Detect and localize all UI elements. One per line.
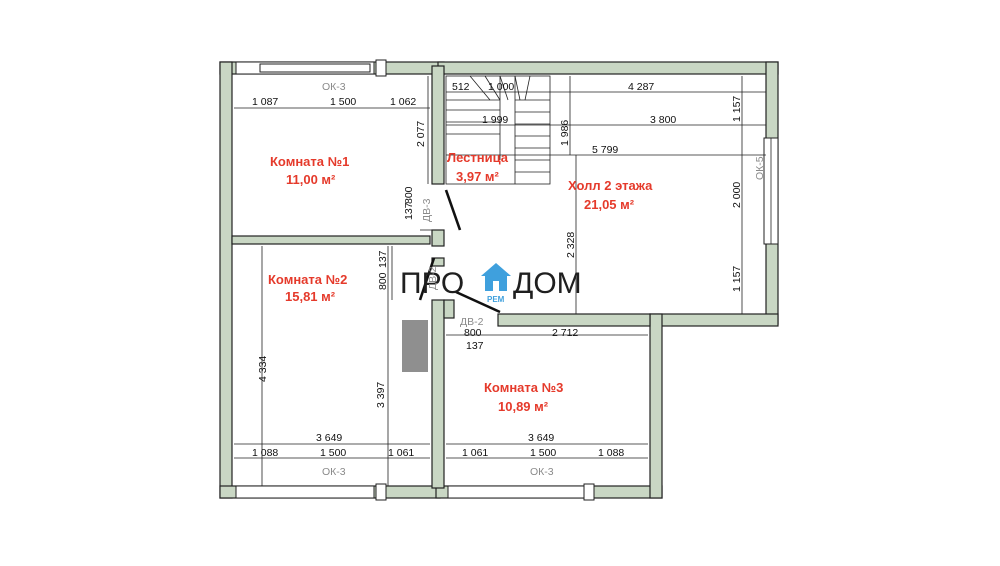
dim-1157-bottom: 1 157 [731,266,743,292]
door-label-dv2: ДВ-2 [460,316,484,328]
dim-1999: 1 999 [482,114,508,126]
house-icon [481,263,511,291]
door-label-dv2-vertical: ДВ-2 [427,266,439,290]
door-swings [418,189,501,314]
dim-5799: 5 799 [592,144,618,156]
stair-name: Лестница [447,150,509,165]
window-label-top: ОК-3 [322,81,346,93]
dim-800-b: 800 [377,272,389,290]
windows [235,59,779,501]
dim-3649-left: 3 649 [316,432,342,444]
dim-1088-right: 1 088 [598,447,624,459]
dim-4287: 4 287 [628,81,654,93]
dim-1986: 1 986 [559,120,571,146]
dim-3800: 3 800 [650,114,676,126]
hall-area: 21,05 м² [584,197,635,212]
dim-1500-bottom-right: 1 500 [530,447,556,459]
room-2-name: Комната №2 [268,272,347,287]
dim-137-b: 137 [377,250,389,268]
dim-2328: 2 328 [565,232,577,258]
staircase [445,75,551,185]
dim-1061-left: 1 061 [388,447,414,459]
dim-1000: 1 000 [488,81,514,93]
logo-subtext: РЕМ [487,295,505,304]
dim-1500-top: 1 500 [330,96,356,108]
dim-2000: 2 000 [731,182,743,208]
logo: ПРО РЕМ ДОМ [400,263,582,304]
room-3-area: 10,89 м² [498,399,549,414]
inner-walls [231,65,651,489]
stair-area: 3,97 м² [456,169,500,184]
dim-3397: 3 397 [375,382,387,408]
dim-1500-bottom-left: 1 500 [320,447,346,459]
room-2-area: 15,81 м² [285,289,336,304]
door-label-dv3: ДВ-3 [421,198,433,222]
dim-1157-top: 1 157 [731,96,743,122]
logo-text-left: ПРО [400,267,464,300]
dim-1088-left: 1 088 [252,447,278,459]
room-1-area: 11,00 м² [286,172,336,187]
dim-3649-right: 3 649 [528,432,554,444]
dim-800-a: 800 [403,186,415,204]
dim-137-c: 137 [466,340,484,352]
dim-512: 512 [452,81,470,93]
dim-800-c: 800 [464,327,482,339]
dim-137-a: 137 [403,202,415,220]
dim-1087: 1 087 [252,96,278,108]
hall-name: Холл 2 этажа [568,178,653,193]
logo-text-right: ДОМ [513,267,582,300]
dim-4334: 4 334 [257,356,269,382]
room-3-name: Комната №3 [484,380,563,395]
dim-2712: 2 712 [552,327,578,339]
dim-1062: 1 062 [390,96,416,108]
room-1-name: Комната №1 [270,154,349,169]
window-label-right: ОК-5 [754,156,766,180]
dim-2077: 2 077 [415,121,427,147]
chimney-block [402,320,428,372]
dimension-lines [234,76,766,486]
window-label-bottom-left: ОК-3 [322,466,346,478]
dim-1061-right: 1 061 [462,447,488,459]
window-label-bottom-right: ОК-3 [530,466,554,478]
dimension-texts: 1 087 1 500 1 062 512 1 000 4 287 1 999 … [252,81,743,459]
